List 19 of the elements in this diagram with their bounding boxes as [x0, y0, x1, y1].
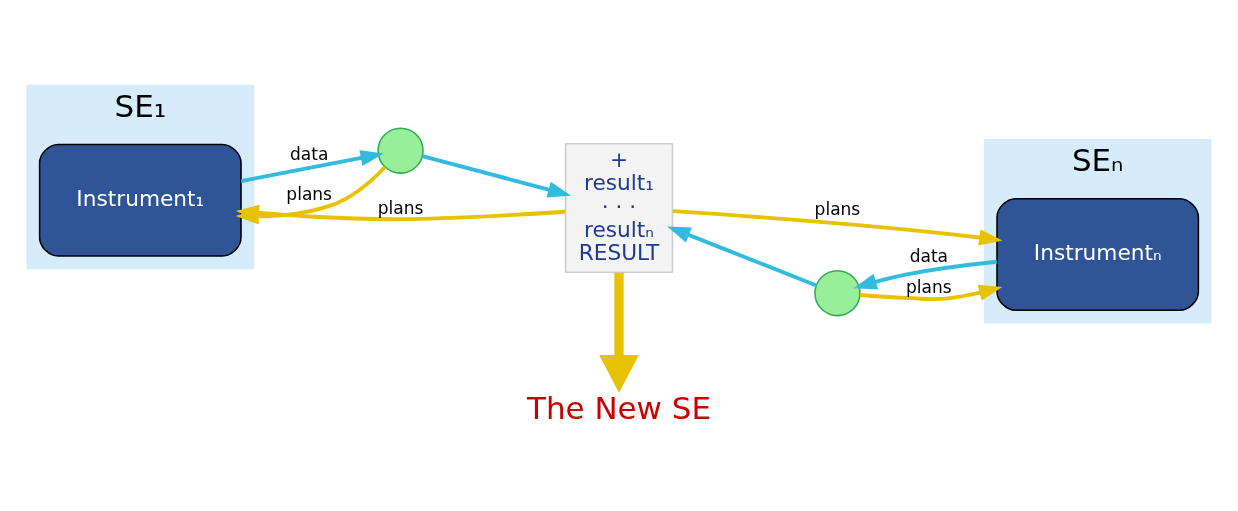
node-box: Instrument₁ [38, 143, 242, 257]
node-text: The New SE [526, 389, 712, 426]
node-box: Instrumentₙ [996, 197, 1200, 311]
node-circle [814, 269, 861, 316]
edge-label: data [909, 245, 949, 266]
edge-label: plans [906, 276, 952, 297]
arrow [667, 225, 818, 287]
edge-label: data [289, 143, 329, 164]
edge-label: plans [814, 198, 861, 219]
arrow [859, 284, 1003, 301]
arrow [240, 149, 384, 183]
arrow [421, 153, 572, 198]
arrow [599, 272, 639, 393]
arrow [672, 208, 1003, 246]
edge-label: plans [377, 197, 424, 218]
edge-label: plans [286, 183, 332, 204]
node-circle [377, 126, 424, 174]
node-box: + result₁ · · · resultₙ RESULT [564, 142, 674, 273]
arrow [853, 259, 997, 289]
